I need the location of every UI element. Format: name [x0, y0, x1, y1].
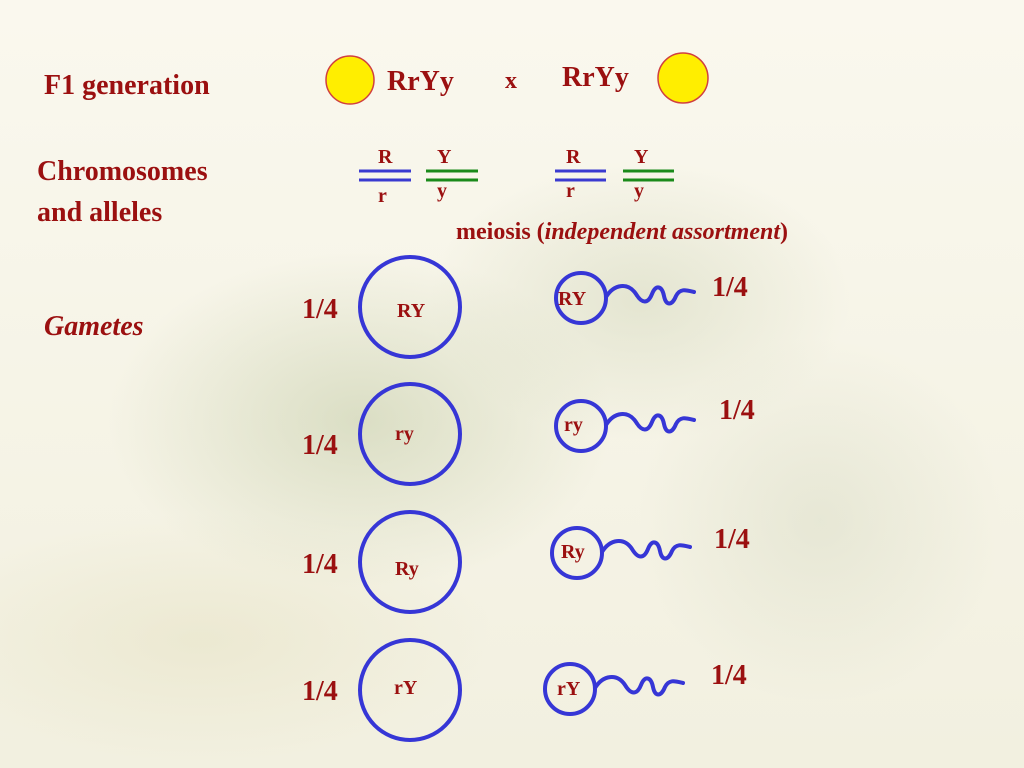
egg-cell-rY — [358, 638, 462, 742]
sperm-tail-RY — [604, 284, 696, 306]
sperm-label: ry — [564, 414, 583, 436]
allele-r-right: r — [566, 180, 575, 202]
and-alleles-label: and alleles — [37, 197, 163, 228]
egg-fraction: 1/4 — [302, 549, 338, 580]
cross-symbol: x — [505, 68, 517, 94]
meiosis-italic: independent assortment — [544, 219, 781, 245]
allele-Y-left: Y — [437, 146, 452, 168]
gametes-label: Gametes — [44, 311, 144, 342]
egg-label: ry — [395, 423, 414, 445]
chromosome-pair-left — [359, 169, 478, 182]
sperm-fraction: 1/4 — [711, 660, 747, 691]
meiosis-prefix: meiosis ( — [456, 219, 545, 245]
egg-fraction: 1/4 — [302, 676, 338, 707]
allele-y-right: y — [634, 180, 644, 202]
egg-label: RY — [397, 300, 426, 322]
allele-Y-right: Y — [634, 146, 649, 168]
egg-cell-ry — [358, 382, 462, 486]
egg-label: rY — [394, 677, 418, 699]
egg-fraction: 1/4 — [302, 430, 338, 461]
parent2-circle — [657, 52, 709, 104]
chromosome-pair-right — [555, 169, 674, 182]
sperm-label: rY — [557, 678, 581, 700]
allele-r-left: r — [378, 185, 387, 207]
egg-cell-RY — [358, 255, 462, 359]
sperm-fraction: 1/4 — [714, 524, 750, 555]
sperm-fraction: 1/4 — [712, 272, 748, 303]
egg-fraction: 1/4 — [302, 294, 338, 325]
egg-label: Ry — [395, 558, 419, 580]
chromosomes-label: Chromosomes — [37, 156, 208, 187]
sperm-label: Ry — [561, 541, 585, 563]
meiosis-suffix: ) — [780, 219, 789, 245]
meiosis-caption: meiosis (independent assortment) — [456, 219, 788, 246]
sperm-tail-ry — [604, 412, 696, 434]
parent2-genotype: RrYy — [562, 62, 629, 93]
sperm-label: RY — [558, 288, 587, 310]
parent1-genotype: RrYy — [387, 66, 454, 97]
sperm-tail-Ry — [600, 539, 692, 561]
allele-R-right: R — [566, 146, 581, 168]
sperm-fraction: 1/4 — [719, 395, 755, 426]
sperm-tail-rY — [593, 675, 685, 697]
allele-R-left: R — [378, 146, 393, 168]
egg-cell-Ry — [358, 510, 462, 614]
f1-generation-label: F1 generation — [44, 70, 210, 101]
parent1-circle — [325, 55, 375, 105]
allele-y-left: y — [437, 180, 447, 202]
